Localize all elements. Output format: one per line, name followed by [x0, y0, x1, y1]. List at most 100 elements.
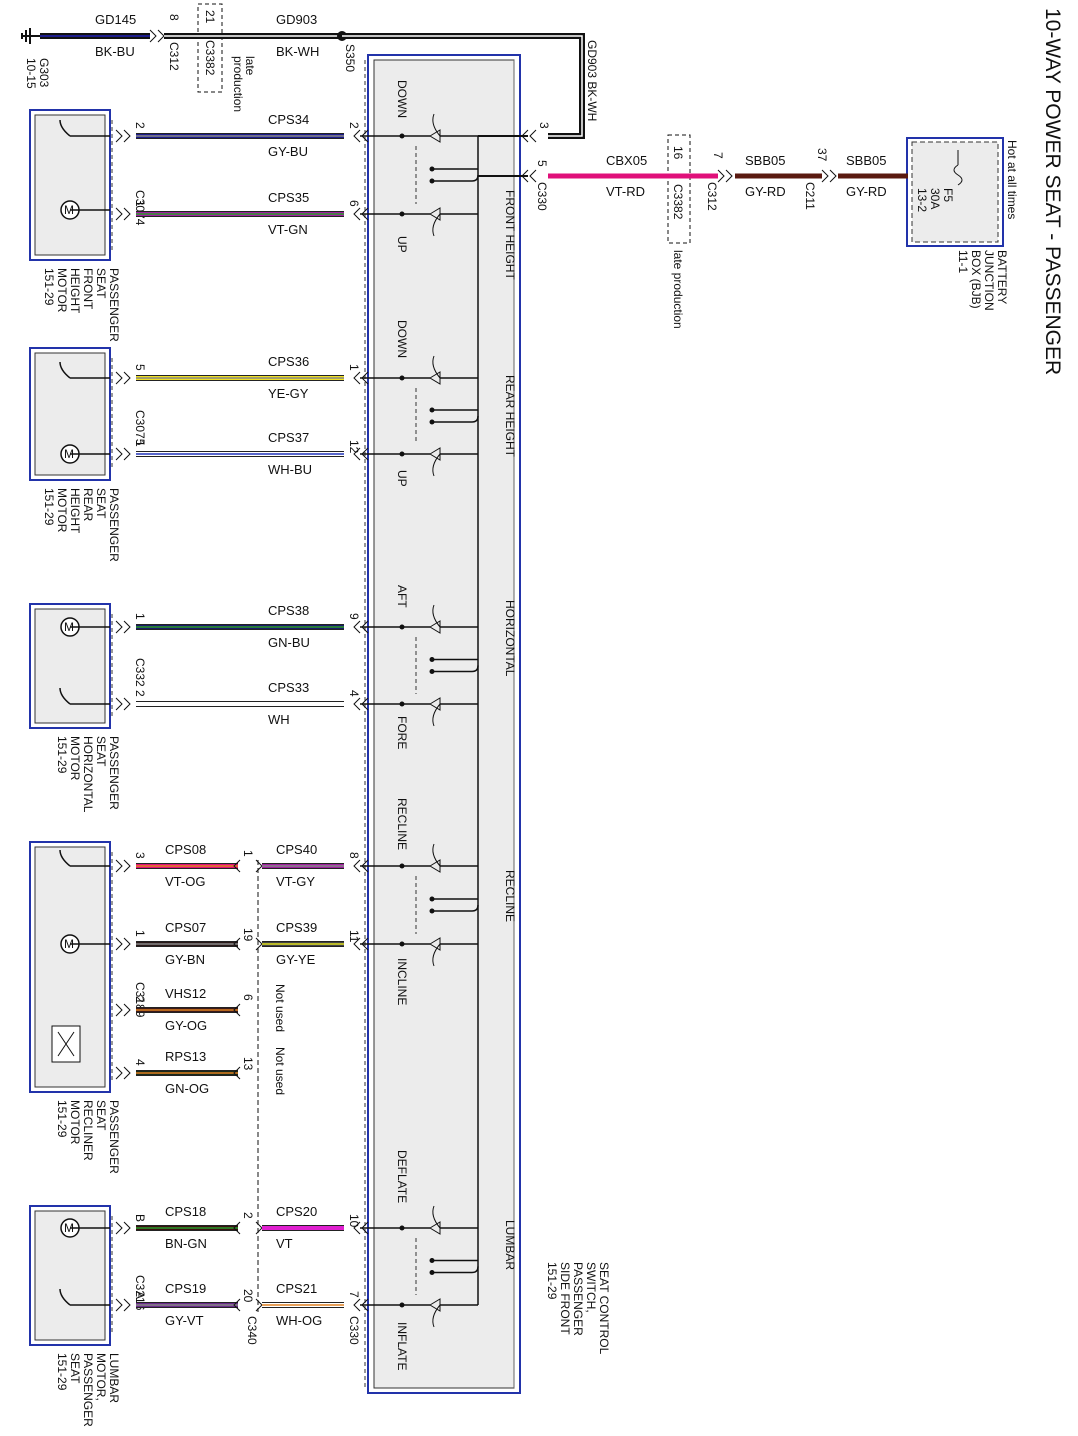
split-mid-pin-5: 20	[241, 1289, 255, 1303]
switch-arm	[432, 843, 441, 867]
c312-name-power: C312	[705, 182, 719, 211]
split-not-used-3: Not used	[273, 1047, 287, 1095]
split-right-circuit-0: CPS40	[276, 842, 317, 857]
position-sensor-mark	[57, 1031, 75, 1057]
motor-0-name-3: HEIGHT	[68, 268, 82, 314]
gd145-color: BK-BU	[95, 44, 135, 59]
wire-motor-pin-5: 2	[133, 690, 147, 697]
switch-arm	[432, 1205, 441, 1229]
motor-icon-letter: M	[64, 447, 74, 461]
wire-switch-pin-3: 12	[347, 440, 361, 454]
split-motor-connector-icon	[115, 1298, 131, 1312]
bjb-outline	[906, 137, 1004, 247]
motor-1-name-1: SEAT	[94, 488, 108, 519]
switch-position-4: AFT	[395, 585, 409, 608]
motor-outline-3	[29, 841, 111, 1093]
motor-3-name-2: RECLINER	[81, 1100, 95, 1161]
motor-outline-2	[29, 603, 111, 729]
motor-0-name-1: SEAT	[94, 268, 108, 299]
wire-motor-pin-2: 5	[133, 364, 147, 371]
motor-3-name-3: MOTOR	[68, 1100, 82, 1145]
motor-lead	[59, 626, 110, 705]
bjb-body	[911, 141, 999, 243]
switch-label-2: PASSENGER	[571, 1262, 585, 1336]
split-mid-connector-icon	[233, 1298, 241, 1312]
switch-arm	[432, 1304, 441, 1328]
fuse-icon	[953, 164, 963, 186]
split-switch-pin-5: 7	[347, 1291, 361, 1298]
wire-switch-pin-2: 1	[347, 364, 361, 371]
switch-position-5: FORE	[395, 716, 409, 749]
motor-3-name-0: PASSENGER	[107, 1100, 121, 1174]
split-motor-connector-icon	[115, 1003, 131, 1017]
c211-pin: 37	[815, 148, 829, 162]
motor-4-name-1: MOTOR,	[94, 1353, 108, 1401]
split-mid-pin-1: 19	[241, 928, 255, 942]
motor-2-name-3: MOTOR	[68, 736, 82, 781]
split-motor-pin-2: 2	[133, 996, 147, 1003]
sbb05-left-color: GY-RD	[745, 184, 786, 199]
wire-color-5: WH	[268, 712, 290, 727]
c330-pin-power: 5	[535, 160, 549, 167]
split-motor-pin-5: A	[133, 1291, 147, 1299]
switch-arm	[432, 943, 441, 967]
motor-1-name-2: REAR	[81, 488, 95, 522]
motor-icon-letter: M	[64, 203, 74, 217]
wire-color-4: GN-BU	[268, 635, 310, 650]
split-switch-pin-0: 8	[347, 852, 361, 859]
split-mid-pin-2: 6	[241, 994, 255, 1001]
motor-3-name-1: SEAT	[94, 1100, 108, 1131]
switch-section-3: RECLINE	[503, 870, 517, 922]
wire-circuit-0: CPS34	[268, 112, 309, 127]
motor-0-name-0: PASSENGER	[107, 268, 121, 342]
split-left-color-4: BN-GN	[165, 1236, 207, 1251]
c312-ground-pin: 8	[167, 14, 181, 21]
motor-icon-letter: M	[64, 620, 74, 634]
split-motor-connector-icon	[115, 1066, 131, 1080]
switch-arm	[432, 453, 441, 477]
switch-position-2: DOWN	[395, 320, 409, 358]
wire-circuit-1: CPS35	[268, 190, 309, 205]
split-right-circuit-4: CPS20	[276, 1204, 317, 1219]
split-left-circuit-3: RPS13	[165, 1049, 206, 1064]
ground-late-2: production	[231, 56, 245, 112]
split-mid-connector-icon	[233, 1003, 241, 1017]
motor-lead	[59, 849, 110, 945]
c3382-ground-pin: 21	[203, 10, 217, 24]
split-right-color-5: WH-OG	[276, 1313, 322, 1328]
split-left-circuit-4: CPS18	[165, 1204, 206, 1219]
motor-3-name-4: 151-29	[55, 1100, 69, 1138]
split-mid-connector-icon-r	[255, 859, 263, 873]
wire-switch-pin-5: 4	[347, 690, 361, 697]
motor-0-name-2: FRONT	[81, 268, 95, 310]
split-right-color-4: VT	[276, 1236, 293, 1251]
split-motor-connector-icon	[115, 937, 131, 951]
gd903-color: BK-WH	[276, 44, 319, 59]
cbx05-circuit: CBX05	[606, 153, 647, 168]
wire-motor-connector-icon	[115, 620, 131, 634]
switch-position-0: DOWN	[395, 80, 409, 118]
bjb-name-1: JUNCTION	[982, 250, 996, 311]
ground-late-1: late	[243, 56, 257, 76]
split-left-color-2: GY-OG	[165, 1018, 207, 1033]
c312-pin-power: 7	[711, 152, 725, 159]
c3382-dashed-box	[667, 134, 691, 244]
wire-gd903-vertical-stripe	[342, 35, 583, 137]
wire-switch-pin-4: 9	[347, 613, 361, 620]
sbb05-left-circuit: SBB05	[745, 153, 785, 168]
c330-name-power: C330	[535, 182, 549, 211]
motor-icon-letter: M	[64, 1221, 74, 1235]
gd903-vertical-label: GD903 BK-WH	[585, 40, 599, 121]
wire-motor-connector-icon	[115, 697, 131, 711]
split-switch-pin-1: 11	[347, 930, 361, 943]
switch-position-9: INFLATE	[395, 1322, 409, 1370]
split-mid-connector-icon	[233, 937, 241, 951]
cbx05-color: VT-RD	[606, 184, 645, 199]
wire-switch-pin-1: 6	[347, 200, 361, 207]
motor-outline-1	[29, 347, 111, 481]
wire-circuit-4: CPS38	[268, 603, 309, 618]
c312-connector-icon	[717, 169, 733, 183]
wire-motor-pin-4: 1	[133, 613, 147, 620]
switch-position-7: INCLINE	[395, 958, 409, 1005]
motor-0-connector: C3074	[133, 190, 147, 226]
